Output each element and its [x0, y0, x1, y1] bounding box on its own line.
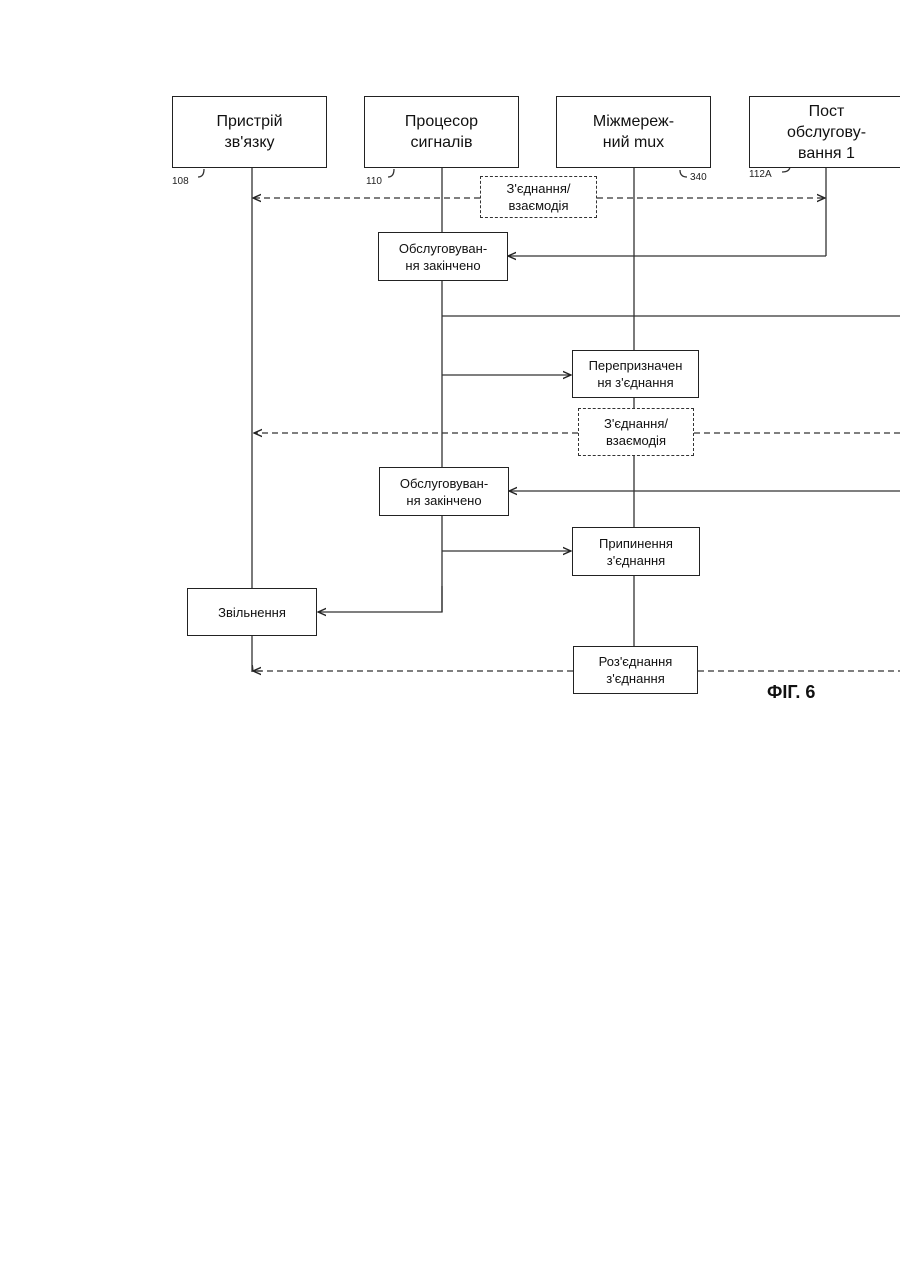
- step-connection-1: З'єднання/ взаємодія: [480, 176, 597, 218]
- ref-device: 108: [172, 176, 189, 187]
- ref-processor: 110: [366, 176, 382, 187]
- step-release: Звільнення: [187, 588, 317, 636]
- arrow-release: [318, 586, 442, 612]
- step-terminate: Припинення з'єднання: [572, 527, 700, 576]
- ref-mux: 340: [690, 172, 707, 183]
- participant-mux: Міжмереж- ний mux: [556, 96, 711, 168]
- participant-device: Пристрій зв'язку: [172, 96, 327, 168]
- step-service-done-2: Обслуговуван- ня закінчено: [379, 467, 509, 516]
- ref-hook-processor: [388, 169, 394, 177]
- ref-hook-mux: [680, 170, 687, 177]
- arrow-disconnect-left: [252, 662, 573, 671]
- step-connection-2: З'єднання/ взаємодія: [578, 408, 694, 456]
- step-reassign: Перепризначен ня з'єднання: [572, 350, 699, 398]
- participant-station: Пост обслугову- вання 1: [749, 96, 900, 168]
- step-disconnect: Роз'єднання з'єднання: [573, 646, 698, 694]
- figure-label: ФІГ. 6: [767, 682, 815, 703]
- step-service-done-1: Обслуговуван- ня закінчено: [378, 232, 508, 281]
- participant-processor: Процесор сигналів: [364, 96, 519, 168]
- ref-hook-device: [198, 169, 204, 177]
- ref-station: 112A: [749, 169, 772, 180]
